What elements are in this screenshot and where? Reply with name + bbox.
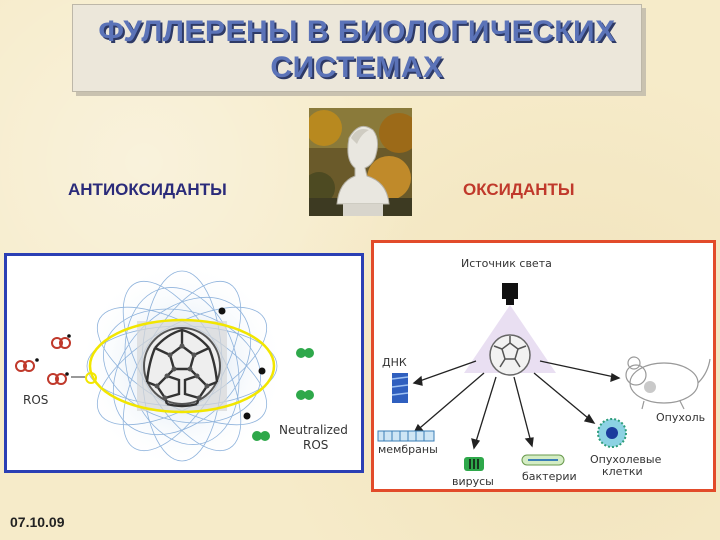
mouse-icon (625, 356, 711, 410)
viruses-label: вирусы (452, 475, 494, 488)
dna-icon (391, 373, 409, 403)
bacteria-label: бактерии (522, 470, 577, 483)
title-line-2: СИСТЕМАХ (270, 51, 444, 84)
neutralized-label-line2: ROS (303, 438, 329, 452)
virus-icon (464, 457, 484, 471)
membrane-icon (377, 430, 435, 442)
antioxidant-diagram-panel: ROS Neutralized ROS (4, 253, 364, 473)
slide-date: 07.10.09 (10, 514, 65, 530)
title-box: ФУЛЛЕРЕНЫ В БИОЛОГИЧЕСКИХ СИСТЕМАХ (72, 4, 642, 92)
tumor-cell-icon (597, 418, 627, 448)
ros-label: ROS (23, 393, 49, 407)
light-source-label: Источник света (461, 257, 552, 270)
fullerene-icon (143, 327, 221, 408)
dna-label: ДНК (382, 356, 407, 369)
bacteria-icon (521, 454, 565, 466)
oxidant-diagram (377, 283, 711, 471)
light-source-icon (502, 283, 518, 299)
tumor-label: Опухоль (656, 411, 706, 424)
neutralized-ros-icon (252, 348, 314, 441)
small-fullerene-icon (489, 334, 531, 376)
antioxidant-diagram (15, 261, 314, 470)
title-line-1: ФУЛЛЕРЕНЫ В БИОЛОГИЧЕСКИХ (98, 15, 616, 48)
oxidants-heading: ОКСИДАНТЫ (463, 180, 575, 199)
tumor-cells-label-line2: клетки (602, 465, 643, 478)
tumor-cells-label-line1: Опухолевые (590, 453, 662, 466)
bust-photo (309, 108, 412, 216)
antioxidants-heading: АНТИОКСИДАНТЫ (68, 180, 227, 199)
oxidant-diagram-panel: Источник света ДНК мембраны вирусы бакте… (371, 240, 716, 492)
membranes-label: мембраны (378, 443, 438, 456)
ros-molecules-icon (15, 337, 71, 385)
neutralized-label-line1: Neutralized (279, 423, 348, 437)
